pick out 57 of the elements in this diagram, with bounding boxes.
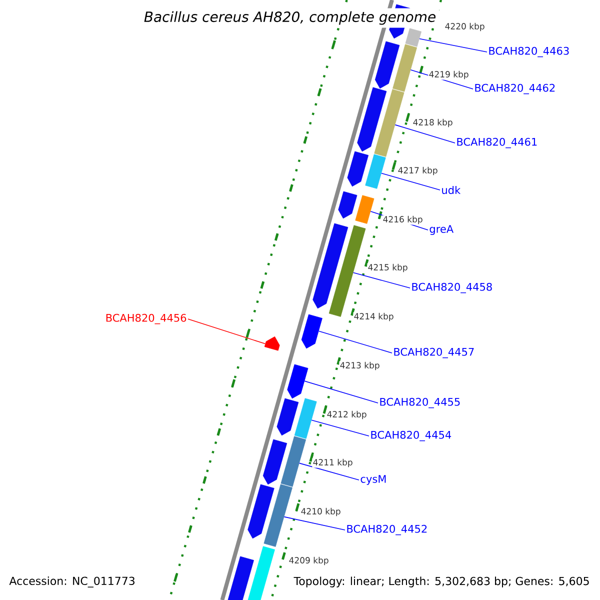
leader-line	[394, 124, 456, 144]
gene-bar	[264, 484, 292, 547]
gene-feature	[276, 398, 299, 436]
gene-bar	[405, 28, 422, 47]
genome-info-text: Topology: linear; Length: 5,302,683 bp; Genes: 5,605	[292, 576, 591, 588]
tick-label: 4220 kbp	[444, 22, 486, 32]
gene-label: greA	[430, 225, 454, 235]
gene-label: BCAH820_4458	[412, 282, 492, 294]
tick-label: 4217 kbp	[397, 166, 438, 176]
gene-label: BCAH820_4463	[489, 46, 569, 58]
tick-label: 4216 kbp	[382, 215, 424, 225]
gene-label: udk	[442, 186, 461, 194]
gene-feature	[338, 191, 358, 219]
accession-text: Accession: NC_011773	[9, 576, 134, 588]
leader-line	[298, 462, 360, 480]
tick-label: 4219 kbp	[428, 70, 470, 80]
tick-label: 4212 kbp	[326, 410, 368, 420]
gene-bar	[365, 154, 386, 189]
gene-feature	[357, 87, 387, 152]
gene-label: BCAH820_4462	[475, 84, 555, 94]
gene-bar	[246, 546, 275, 600]
gene-feature	[287, 364, 308, 399]
gene-bar	[294, 398, 317, 439]
gene-feature	[228, 556, 254, 600]
gene-feature	[262, 439, 288, 485]
leader-line	[284, 516, 346, 530]
tick-label: 4210 kbp	[300, 507, 342, 517]
tick-label: 4214 kbp	[353, 312, 394, 322]
gene-feature	[312, 223, 348, 309]
gene-feature	[347, 151, 369, 187]
gene-label: BCAH820_4455	[380, 398, 460, 408]
gene-feature	[374, 41, 400, 89]
gene-bar	[374, 89, 404, 157]
leader-line	[318, 330, 392, 354]
leader-line	[381, 172, 440, 190]
gene-feature	[248, 484, 274, 539]
gene-feature	[264, 336, 280, 351]
gene-feature	[301, 314, 322, 349]
gene-bar	[392, 44, 418, 92]
tick-label: 4218 kbp	[412, 118, 454, 128]
leader-line	[304, 380, 378, 404]
tick-label: 4213 kbp	[339, 361, 380, 371]
gene-label: BCAH820_4454	[371, 430, 452, 442]
leader-line	[311, 420, 370, 436]
gene-label: BCAH820_4457	[394, 348, 474, 358]
tick-label: 4215 kbp	[367, 263, 408, 273]
gene-label: BCAH820_4452	[347, 524, 427, 536]
gene-bar	[355, 195, 374, 224]
gene-bar	[280, 436, 306, 487]
gene-label: BCAH820_4456	[106, 314, 186, 324]
leader-line	[419, 38, 488, 52]
leader-line	[188, 318, 266, 344]
gene-label: cysM	[360, 475, 386, 485]
tick-label: 4209 kbp	[288, 556, 330, 566]
gene-label: BCAH820_4461	[457, 138, 537, 148]
tick-label: 4211 kbp	[312, 458, 354, 468]
leader-line	[352, 272, 410, 288]
